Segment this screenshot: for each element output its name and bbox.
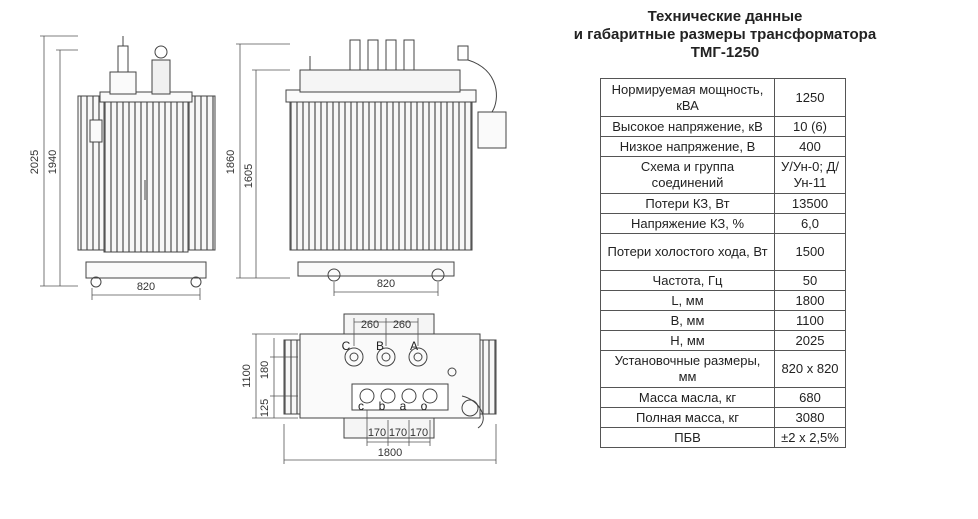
table-row: H, мм 2025 [600,330,846,351]
spec-value: 3080 [774,407,846,428]
top-offset-a-label: 180 [259,361,271,379]
spec-param: L, мм [600,290,775,311]
spec-param: Установочные размеры, мм [600,350,775,388]
spec-value: 1800 [774,290,846,311]
spec-value: 1500 [774,233,846,271]
spec-table: Нормируемая мощность, кВА 1250 Высокое н… [600,78,846,448]
side-base-label: 820 [137,281,155,293]
lv-spacing-c-label: 170 [410,427,428,439]
spec-param: B, мм [600,310,775,331]
lv-spacing-b-label: 170 [389,427,407,439]
title-line-2: и габаритные размеры трансформатора [573,26,877,43]
spec-value: 820 x 820 [774,350,846,388]
lv-terminal-a-label: a [400,399,407,413]
spec-param: Схема и группа соединений [600,156,775,194]
spec-value: 680 [774,387,846,408]
spec-param: ПБВ [600,427,775,448]
side-dimensions [40,35,201,300]
spec-value: 1100 [774,310,846,331]
lv-spacing-a-label: 170 [368,427,386,439]
spec-value: ±2 x 2,5% [774,427,846,448]
spec-value: 1250 [774,78,846,117]
spec-param: Потери КЗ, Вт [600,193,775,214]
spec-param: Высокое напряжение, кВ [600,116,775,137]
lv-terminal-c-label: c [358,399,364,413]
spec-value: У/Ун-0; Д/Ун-11 [774,156,846,194]
side-view [77,36,216,288]
top-spacing-b-label: 260 [393,319,411,331]
front-height-body-label: 1605 [243,164,255,188]
front-view [285,39,507,282]
spec-value: 10 (6) [774,116,846,137]
side-height-body-label: 1940 [47,150,59,174]
spec-param: Напряжение КЗ, % [600,213,775,234]
front-height-total-label: 1860 [225,150,237,174]
spec-param: Частота, Гц [600,270,775,291]
spec-param: Низкое напряжение, В [600,136,775,157]
spec-value: 13500 [774,193,846,214]
table-row: Потери КЗ, Вт 13500 [600,193,846,214]
spec-param: Масса масла, кг [600,387,775,408]
spec-param: Потери холостого хода, Вт [600,233,775,271]
table-row: L, мм 1800 [600,290,846,311]
spec-value: 2025 [774,330,846,351]
top-dimensions [252,318,497,464]
table-row: Схема и группа соединений У/Ун-0; Д/Ун-1… [600,156,846,194]
spec-value: 50 [774,270,846,291]
spec-value: 6,0 [774,213,846,234]
side-height-total-label: 2025 [29,150,41,174]
table-row: Нормируемая мощность, кВА 1250 [600,78,846,117]
hv-terminal-b-label: B [376,339,384,353]
table-row: Потери холостого хода, Вт 1500 [600,233,846,271]
table-row: Низкое напряжение, В 400 [600,136,846,157]
table-row: Полная масса, кг 3080 [600,407,846,428]
top-view [283,313,497,439]
table-row: ПБВ ±2 x 2,5% [600,427,846,448]
lv-terminal-b-label: b [379,399,386,413]
hv-terminal-a-label: A [410,339,418,353]
spec-value: 400 [774,136,846,157]
table-row: Напряжение КЗ, % 6,0 [600,213,846,234]
front-base-label: 820 [377,278,395,290]
spec-param: Нормируемая мощность, кВА [600,78,775,117]
front-dimensions [236,43,439,296]
top-offset-b-label: 125 [259,399,271,417]
hv-terminal-c-label: C [342,339,351,353]
title-line-3: ТМГ-1250 [690,44,760,61]
table-row: Масса масла, кг 680 [600,387,846,408]
top-spacing-a-label: 260 [361,319,379,331]
page-title: Технические данные и габаритные размеры … [560,8,890,62]
spec-param: H, мм [600,330,775,351]
title-line-1: Технические данные [647,8,803,25]
top-width-label: 1100 [241,364,253,388]
top-length-label: 1800 [378,447,402,459]
table-row: Высокое напряжение, кВ 10 (6) [600,116,846,137]
table-row: Установочные размеры, мм 820 x 820 [600,350,846,388]
table-row: Частота, Гц 50 [600,270,846,291]
lv-terminal-o-label: o [421,399,428,413]
spec-param: Полная масса, кг [600,407,775,428]
table-row: B, мм 1100 [600,310,846,331]
